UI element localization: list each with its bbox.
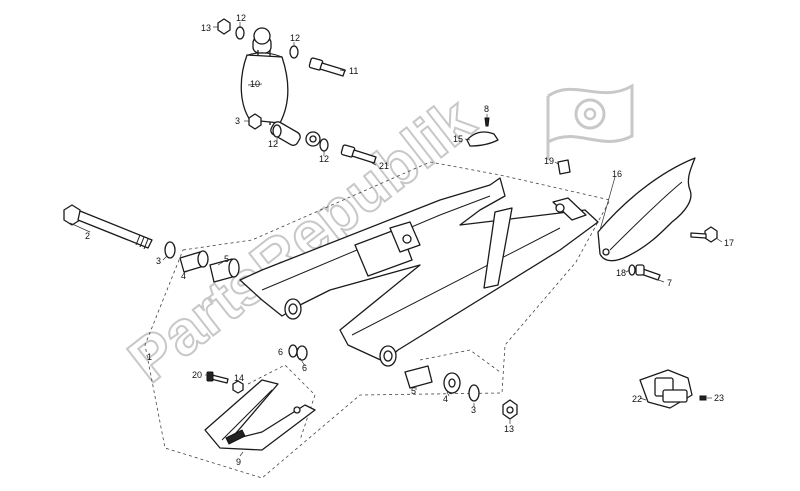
pivot-spacers-right	[404, 365, 480, 402]
bracket-22	[639, 369, 707, 409]
washers-6	[288, 344, 308, 361]
gear-flag-logo	[546, 83, 634, 160]
callout-5-left: 5	[224, 254, 229, 264]
callout-6-a: 6	[278, 347, 283, 357]
callout-15: 15	[453, 134, 463, 144]
callout-22: 22	[632, 394, 642, 404]
callout-19: 19	[544, 156, 554, 166]
clip-15	[466, 117, 499, 147]
callout-4-left: 4	[181, 271, 186, 281]
callout-12-b: 12	[290, 33, 300, 43]
nut-13-bottom	[502, 399, 518, 420]
callout-1: 1	[147, 352, 152, 362]
callout-12-d: 12	[319, 154, 329, 164]
assembly-outline	[144, 161, 611, 479]
callout-8: 8	[484, 104, 489, 114]
chain-guard	[597, 157, 696, 262]
callout-4-right: 4	[443, 394, 448, 404]
callout-3-left: 3	[156, 256, 161, 266]
chain-slider	[204, 379, 316, 451]
shock-absorber	[240, 27, 321, 147]
bolt-7	[628, 264, 661, 281]
callout-3-right: 3	[471, 405, 476, 415]
callout-3-top: 3	[235, 116, 240, 126]
callout-2: 2	[85, 231, 90, 241]
callout-17: 17	[724, 238, 734, 248]
callout-11: 11	[349, 66, 358, 76]
callout-10: 10	[250, 79, 260, 89]
callout-14: 14	[234, 373, 244, 383]
bolt-21	[340, 144, 377, 164]
callout-9: 9	[236, 457, 241, 467]
assembly-outline-inner	[247, 349, 501, 441]
swingarm	[239, 177, 599, 367]
callout-23: 23	[714, 393, 724, 403]
shock-hardware	[217, 18, 329, 152]
callout-7: 7	[667, 278, 672, 288]
pivot-spacers-left	[164, 241, 240, 283]
callout-13-top: 13	[201, 23, 211, 33]
callout-12-c: 12	[268, 139, 278, 149]
leader-lines	[69, 22, 723, 457]
bolt-17	[690, 226, 718, 243]
callout-labels: 13 12 12 11 10 3 12 12 21 8 15 19 16 17 …	[85, 13, 734, 467]
screw-20	[206, 371, 244, 394]
part-19	[557, 159, 571, 175]
callout-20: 20	[192, 370, 202, 380]
callout-21: 21	[379, 161, 389, 171]
callout-6-b: 6	[302, 363, 307, 373]
bolt-11	[308, 57, 346, 77]
callout-18: 18	[616, 268, 626, 278]
callout-16: 16	[612, 169, 622, 179]
callout-12-a: 12	[236, 13, 246, 23]
axle-bolt	[63, 204, 153, 250]
callout-5-right: 5	[411, 386, 416, 396]
callout-13-bottom: 13	[504, 424, 514, 434]
